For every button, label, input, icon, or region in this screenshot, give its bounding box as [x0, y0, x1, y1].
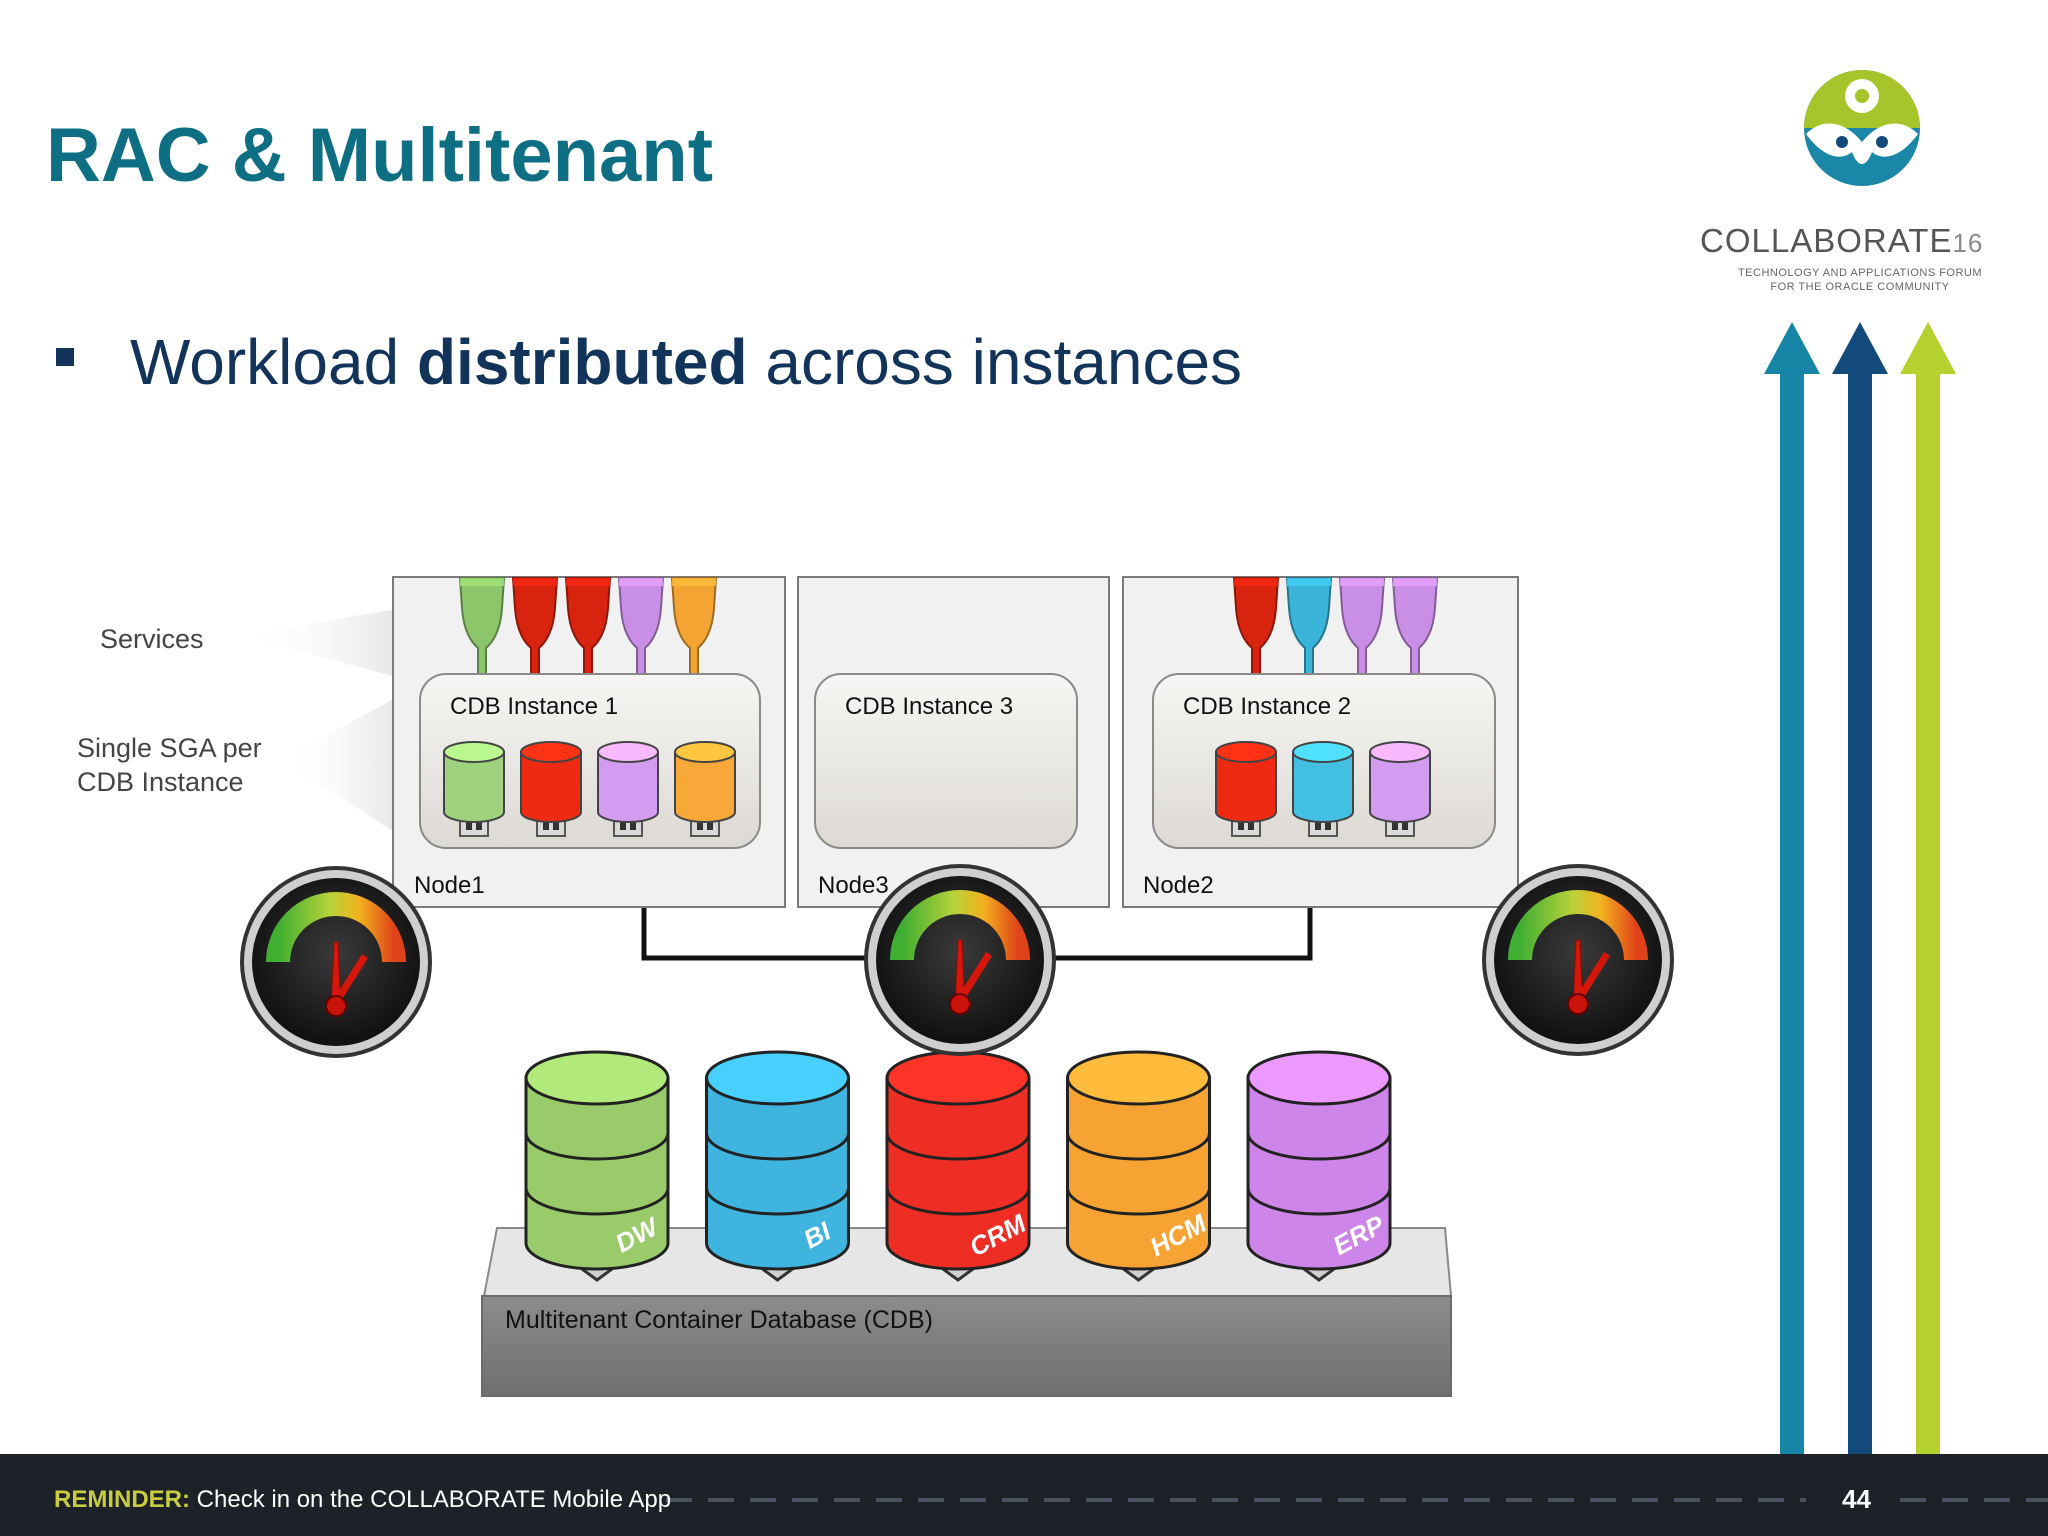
footer-reminder-keyword: REMINDER: — [54, 1486, 190, 1513]
pdb-cylinder — [1292, 741, 1354, 837]
slide-title: RAC & Multitenant — [46, 113, 714, 198]
sga-callout-wedge — [280, 700, 392, 830]
database-hcm: HCM — [1066, 1050, 1212, 1282]
node1-label: Node1 — [414, 872, 485, 899]
logo-tagline-line1: TECHNOLOGY AND APPLICATIONS FORUM — [1737, 267, 1983, 279]
pdb-cylinder — [597, 741, 659, 837]
cdb-label: Multitenant Container Database (CDB) — [505, 1306, 933, 1334]
collaborate-logo-icon — [1804, 70, 1920, 186]
footer-reminder: REMINDER: Check in on the COLLABORATE Mo… — [54, 1486, 671, 1514]
page-number: 44 — [1842, 1484, 1871, 1514]
growth-arrow-icon — [1764, 322, 1820, 1454]
logo-name: COLLABORATE — [1700, 222, 1953, 259]
load-gauges — [240, 864, 1674, 1058]
pdb-cylinder — [674, 741, 736, 837]
footer-reminder-text: Check in on the COLLABORATE Mobile App — [190, 1486, 672, 1513]
node3-label: Node3 — [818, 872, 889, 899]
cdb-instance-1-label: CDB Instance 1 — [450, 693, 618, 720]
bullet-square-icon — [56, 348, 74, 366]
bullet-workload: Workload distributed across instances — [56, 330, 1242, 394]
database-dw: DW — [524, 1050, 670, 1282]
growth-arrow-icon — [1832, 322, 1888, 1454]
load-gauge-icon — [864, 864, 1056, 1056]
logo-wordmark: COLLABORATE16 — [1700, 222, 1983, 260]
sga-label: Single SGA per CDB Instance — [77, 731, 262, 799]
node2-label: Node2 — [1143, 872, 1214, 899]
load-gauge-icon — [240, 866, 432, 1058]
bullet-text-post: across instances — [747, 326, 1243, 398]
footer-dashes-right — [1900, 1498, 2048, 1502]
growth-arrow-icon — [1900, 322, 1956, 1454]
footer-bar — [0, 1454, 2048, 1536]
database-crm: CRM — [885, 1050, 1032, 1282]
pdb-cylinder — [1369, 741, 1431, 837]
pdb-cylinder — [1215, 741, 1277, 837]
cdb-instance-2-label: CDB Instance 2 — [1183, 693, 1351, 720]
cdb-instance-3-box — [814, 673, 1078, 849]
database-bi: BI — [705, 1050, 850, 1282]
footer-dashes-left — [666, 1498, 1806, 1502]
logo-number: 16 — [1952, 228, 1984, 258]
load-gauge-icon — [1482, 864, 1674, 1056]
logo-tagline-line2: FOR THE ORACLE COMMUNITY — [1770, 281, 1950, 293]
cdb-instance-3-label: CDB Instance 3 — [845, 693, 1013, 720]
services-label: Services — [100, 624, 204, 654]
pdb-cylinders — [443, 741, 1431, 837]
sga-label-line1: Single SGA per — [77, 733, 262, 763]
database-erp: ERP — [1246, 1050, 1392, 1282]
bullet-text-pre: Workload — [130, 326, 417, 398]
bullet-text-bold: distributed — [416, 326, 748, 398]
sga-label-line2: CDB Instance — [77, 767, 244, 797]
pdb-cylinder — [520, 741, 582, 837]
logo-tagline: TECHNOLOGY AND APPLICATIONS FORUM FOR TH… — [1700, 266, 2020, 294]
pdb-cylinder — [443, 741, 505, 837]
growth-arrows — [1764, 322, 1956, 1454]
services-callout-wedge — [240, 610, 392, 676]
